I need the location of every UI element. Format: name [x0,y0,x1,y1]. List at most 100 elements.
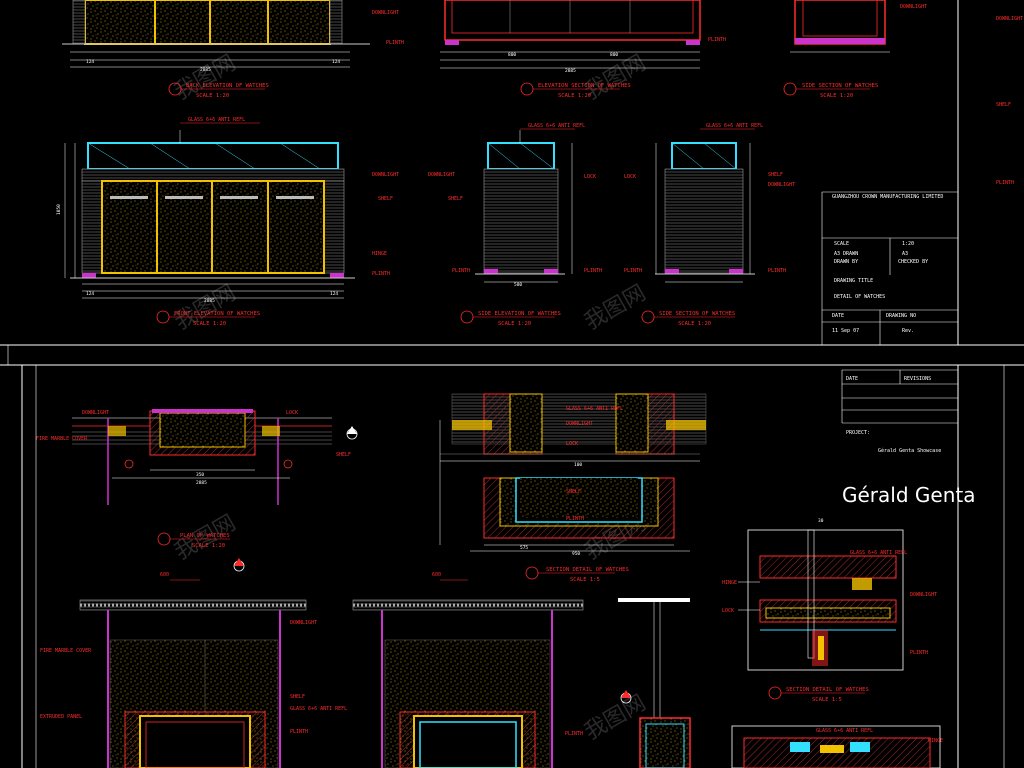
dim-text: 950 [572,551,580,557]
annotation-text: DOWNLIGHT [910,592,937,598]
dim-text: 350 [196,472,204,478]
dim-text: 2885 [196,480,207,486]
annotation-text: HINGE [372,251,387,257]
annotation-text: GLASS 6+6 ANTI REFL [706,123,763,129]
title-block-key: DETAIL OF WATCHES [834,294,885,300]
view-scale: SCALE 1:20 [193,321,226,327]
dim-text: 2885 [204,298,215,304]
brand-logo: Gérald Genta [842,483,975,507]
annotation-text: SHELF [566,489,581,495]
view-title: FRONT ELEVATION OF WATCHES [174,311,260,317]
view-title: SECTION DETAIL OF WATCHES [546,567,629,573]
view-scale: SCALE 1:20 [192,543,225,549]
annotation-text: DOWNLIGHT [428,172,455,178]
annotation-text: PLINTH [386,40,404,46]
view-marker-icon [157,532,171,546]
annotation-text: DOWNLIGHT [566,421,593,427]
view-scale: SCALE 1:20 [678,321,711,327]
annotation-text: EXTRUDED PANEL [40,714,82,720]
dim-text: 124 [332,59,340,65]
dim-text: 100 [574,462,582,468]
annotation-text: HINGE [722,580,737,586]
title-block-value: CHECKED BY [898,259,928,265]
annotation-text: SHELF [336,452,351,458]
view-marker-icon [520,82,534,96]
title-block-top: GUANGZHOU CROWN MANUFACTURING LIMITED SC… [821,16,1023,345]
view-title: SIDE ELEVATION OF WATCHES [478,311,561,317]
front-elevation-view: GLASS 6+6 ANTI REFL 1050 124 2885 124 DO… [56,117,399,327]
title-block-key: SCALE [834,241,849,247]
view-title: PLAN OF WATCHES [180,533,230,539]
view-marker-icon [768,686,782,700]
section-detail-2-view: HINGE LOCK GLASS 6+6 ANTI REFL DOWNLIGHT… [722,518,943,768]
annotation-text: PLINTH [452,268,470,274]
title-block-value: DRAWING NO [886,313,916,319]
title-block-key: A3 DRAWN [834,251,858,257]
dim-text: 124 [86,59,94,65]
dim-text: 124 [330,291,338,297]
annotation-text: PLINTH [565,731,583,737]
project-name: Gérald Genta Showcase [878,447,941,454]
view-scale: SCALE 1:5 [570,577,600,583]
title-block-key: DRAWING TITLE [834,278,873,284]
annotation-text: SHELF [448,196,463,202]
title-block-value: Rev. [902,328,914,334]
annotation-text: PLINTH [290,729,308,735]
view-title: BACK ELEVATION OF WATCHES [186,83,269,89]
project-label: PROJECT: [846,430,870,436]
dim-text: 800 [610,52,618,58]
view-title: SIDE SECTION OF WATCHES [659,311,735,317]
title-block-bottom: DATE REVISIONS PROJECT: Gérald Genta Sho… [841,369,975,507]
revision-date-label: DATE [846,376,858,382]
view-marker-icon [641,310,655,324]
annotation-text: PLINTH [708,37,726,43]
view-marker-icon [460,310,474,324]
bottom-section-narrow [618,598,691,768]
dim-text: 2885 [200,67,211,73]
annotation-text: 600 [160,572,169,578]
annotation-text: PLINTH [566,516,584,522]
annotation-text: LOCK [584,174,596,180]
annotation-text: SHELF [378,196,393,202]
view-title: SECTION DETAIL OF WATCHES [786,687,869,693]
annotation-text: LOCK [286,410,298,416]
annotation-text: GLASS 6+6 ANTI REFL [816,728,873,734]
annotation-text: 600 [432,572,441,578]
bottom-elevation-left: 600 FIRE MARBLE COVER EXTRUDED PANEL DOW… [40,572,347,768]
annotation-text: DOWNLIGHT [996,16,1023,22]
annotation-text: GLASS 6+6 ANTI REFL [566,406,623,412]
elevation-section-view: 800 800 2885 PLINTH ELEVATION SECTION OF… [440,0,726,99]
section-marker-icon [233,558,245,572]
annotation-text: DOWNLIGHT [768,182,795,188]
title-block-value: 1:20 [902,241,914,247]
view-title: ELEVATION SECTION OF WATCHES [538,83,631,89]
annotation-text: GLASS 6+6 ANTI REFL [188,117,245,123]
annotation-text: PLINTH [910,650,928,656]
view-scale: SCALE 1:20 [820,93,853,99]
view-scale: SCALE 1:20 [196,93,229,99]
annotation-text: SHELF [996,102,1011,108]
dim-text: 800 [508,52,516,58]
annotation-text: LOCK [566,441,578,447]
dim-text: 2885 [565,68,576,74]
dim-text: 1050 [56,204,62,215]
view-scale: SCALE 1:20 [558,93,591,99]
annotation-text: GLASS 6+6 ANTI REFL [850,550,907,556]
back-elevation-view: 124 2885 124 DOWNLIGHT PLINTH BACK ELEVA… [62,0,404,99]
annotation-text: FIRE MARBLE COVER [40,648,92,654]
annotation-text: DOWNLIGHT [290,620,317,626]
side-section-view: DOWNLIGHT SIDE SECTION OF WATCHES SCALE … [783,0,927,99]
dim-text: 124 [86,291,94,297]
dim-text: 30 [818,518,824,524]
title-block-key: DATE [832,313,844,319]
annotation-text: DOWNLIGHT [82,410,109,416]
annotation-text: GLASS 6+6 ANTI REFL [290,706,347,712]
view-scale: SCALE 1:20 [498,321,531,327]
revisions-label: REVISIONS [904,376,931,382]
annotation-text: PLINTH [624,268,642,274]
bottom-elevation-right: 600 PLINTH [352,572,584,768]
dim-text: 575 [520,545,528,551]
view-scale: SCALE 1:5 [812,697,842,703]
title-block-value: A3 [902,251,908,257]
